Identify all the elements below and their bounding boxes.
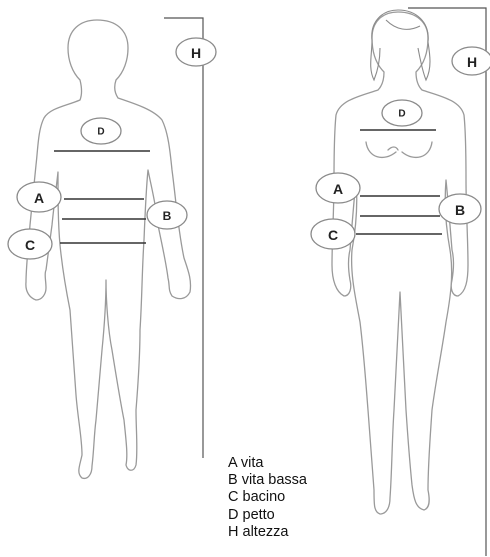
male-height-badge: H: [176, 38, 216, 66]
female-bust-detail: [366, 142, 432, 157]
male-figure: H D A B C: [8, 18, 216, 478]
svg-text:D: D: [398, 109, 405, 120]
female-figure: H D A B C: [311, 8, 490, 556]
svg-text:D: D: [97, 127, 104, 138]
female-waist-badge: A: [316, 173, 360, 203]
legend-item-hips: C bacino: [228, 489, 307, 506]
female-body-outline: [332, 12, 468, 514]
svg-text:A: A: [34, 190, 44, 206]
male-waist-badge: A: [17, 182, 61, 212]
svg-text:H: H: [467, 54, 477, 70]
svg-text:B: B: [163, 209, 172, 223]
female-hips-badge: C: [311, 219, 355, 249]
female-chest-badge: D: [382, 100, 422, 126]
female-low-waist-badge: B: [439, 194, 481, 224]
legend-item-waist: A vita: [228, 455, 307, 472]
male-hips-badge: C: [8, 229, 52, 259]
female-height-badge: H: [452, 47, 490, 75]
svg-text:A: A: [333, 181, 343, 197]
legend-item-chest: D petto: [228, 507, 307, 524]
svg-text:H: H: [191, 45, 201, 61]
male-chest-badge: D: [81, 118, 121, 144]
male-height-line: [164, 18, 203, 458]
legend-item-height: H altezza: [228, 524, 307, 541]
legend-item-low-waist: B vita bassa: [228, 472, 307, 489]
svg-text:C: C: [25, 237, 35, 253]
svg-text:C: C: [328, 227, 338, 243]
legend: A vita B vita bassa C bacino D petto H a…: [228, 455, 307, 541]
female-height-line: [408, 8, 486, 556]
svg-text:B: B: [455, 202, 465, 218]
male-low-waist-badge: B: [147, 201, 187, 229]
